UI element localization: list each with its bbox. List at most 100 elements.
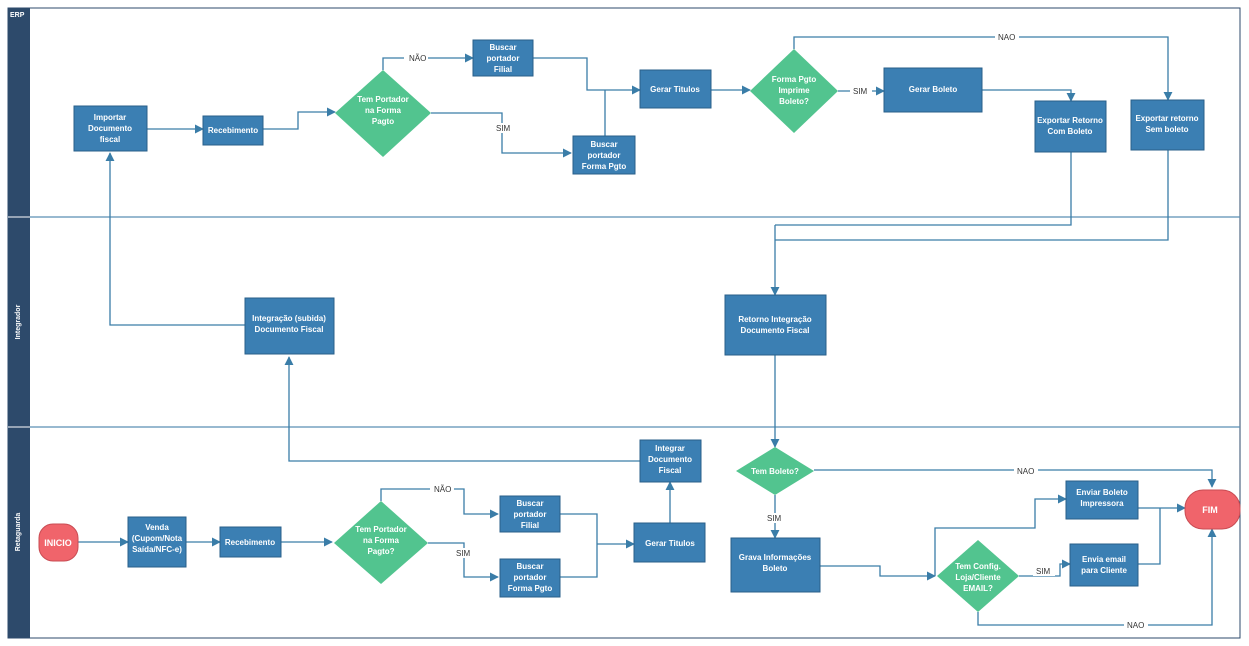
box-buscar-filial-erp-l1: Buscar [489,43,516,52]
terminal-inicio [38,523,79,562]
label-ret-sim: SIM [456,549,471,558]
edge-recebimento-decision [263,107,336,130]
lane-label-erp: ERP [10,12,25,19]
label-ret-nao: NÃO [434,485,451,494]
box-recebimento-ret-text: Recebimento [225,538,275,547]
box-enviar-boleto-l2: Impressora [1080,499,1124,508]
label-erp-boleto-nao: NAO [998,33,1015,42]
terminal-inicio-text: INICIO [44,538,72,548]
box-retorno-integracao [724,294,827,356]
decision-tem-config-l2: Loja/Cliente [955,573,1001,582]
edge-merge-r [560,513,598,578]
box-integracao-subida-l2: Documento Fiscal [255,325,324,334]
lane-header-erp [8,8,30,217]
edge-gerarboleto-exportar [982,89,1076,102]
box-integrar-doc [639,439,702,483]
label-tem-boleto-sim: SIM [767,514,782,523]
edge-temboleto-fim [814,469,1217,488]
box-retorno-integracao-l2: Documento Fiscal [741,326,810,335]
decision-tem-portador-erp-l3: Pagto [372,117,394,126]
lane-header-retaguarda [8,427,30,638]
box-venda-l1: Venda [145,523,169,532]
box-buscar-filial-ret-l1: Buscar [516,499,543,508]
box-buscar-forma-ret-l1: Buscar [516,562,543,571]
label-tem-boleto-nao: NAO [1017,467,1034,476]
box-integracao-subida-l1: Integração (subida) [252,314,326,323]
edge-filial-merge [533,57,605,91]
box-buscar-forma-erp-l1: Buscar [590,140,617,149]
box-integrar-doc-l1: Integrar [655,444,685,453]
decision-tem-config-l3: EMAIL? [963,584,993,593]
box-buscar-forma-erp-l2: portador [588,151,621,160]
box-recebimento-erp [202,115,264,146]
box-buscar-filial-ret [499,495,561,533]
box-integrar-doc-l2: Documento [648,455,692,464]
box-integracao-subida [244,297,335,355]
box-gerar-titulos-ret [633,522,706,563]
decision-tem-config [937,540,1019,612]
decision-forma-pgto-l2: Imprime [778,86,810,95]
box-exportar-sem-l2: Sem boleto [1145,125,1188,134]
box-gerar-titulos-erp [639,69,712,109]
terminal-fim [1184,489,1241,530]
edge-email-fim-a [1138,508,1161,565]
box-recebimento-ret [219,526,282,558]
box-importar-line1: Importar [94,113,126,122]
box-buscar-filial-erp-l2: portador [487,54,520,63]
box-envia-email-l2: para Cliente [1081,566,1127,575]
edge-integrar-subida [284,356,640,462]
decision-tem-portador-erp [335,70,431,157]
decisions: Tem Portador na Forma Pagto Forma Pgto I… [334,49,1019,612]
edge-exportar-sem-down [775,150,1169,241]
box-grava-info-l1: Grava Informações [739,553,812,562]
terminals: INICIO FIM [38,489,1241,562]
decision-tem-portador-erp-l1: Tem Portador [357,95,408,104]
edge-decision-forma-r [428,542,499,582]
box-integrar-doc-l3: Fiscal [659,466,682,475]
box-gerar-boleto-text: Gerar Boleto [909,85,958,94]
decision-tem-boleto [736,447,814,495]
box-importar-line3: fiscal [100,135,120,144]
edge-labels: NÃO SIM SIM NAO NÃO SIM SIM NAO SIM NAO [404,32,1148,630]
edge-to-enviar-boleto [934,494,1067,576]
box-retorno-integracao-l1: Retorno Integração [738,315,811,324]
decision-tem-portador-ret-l2: na Forma [363,536,400,545]
box-envia-email-l1: Envia email [1082,555,1126,564]
box-enviar-boleto-l1: Enviar Boleto [1076,488,1128,497]
decision-tem-config-l1: Tem Config. [955,562,1001,571]
box-exportar-com [1034,100,1107,153]
decision-forma-pgto-l1: Forma Pgto [772,75,817,84]
box-buscar-forma-erp [572,135,636,175]
box-buscar-forma-ret-l2: portador [514,573,547,582]
lane-label-integrador: Integrador [15,304,22,339]
decision-tem-portador-ret-l1: Tem Portador [355,525,406,534]
box-exportar-com-l1: Exportar Retorno [1037,116,1103,125]
box-buscar-forma-ret-l3: Forma Pgto [508,584,553,593]
box-grava-info-l2: Boleto [763,564,788,573]
box-gerar-boleto [883,67,983,113]
box-venda [127,516,187,568]
edge-config-nao-fim [977,528,1217,626]
label-config-nao: NAO [1127,621,1144,630]
decision-tem-portador-ret [334,501,428,584]
edge-decision-filial [382,53,474,70]
decision-tem-boleto-text: Tem Boleto? [751,467,799,476]
process-boxes: Importar Documento fiscal Recebimento Bu… [73,39,1205,598]
box-gerar-titulos-erp-text: Gerar Titulos [650,85,700,94]
edge-exportar-com-down [775,152,1072,226]
box-enviar-boleto [1065,480,1139,520]
decision-tem-portador-ret-l3: Pagto? [367,547,394,556]
box-recebimento-erp-text: Recebimento [208,126,258,135]
decision-forma-pgto-imprime [750,49,838,133]
box-exportar-sem-l1: Exportar retorno [1135,114,1198,123]
terminal-fim-text: FIM [1202,505,1218,515]
box-grava-info [730,537,821,593]
box-buscar-filial-ret-l2: portador [514,510,547,519]
box-buscar-filial-ret-l3: Filial [521,521,539,530]
edge-formapgto-semboleto [793,36,1173,101]
box-buscar-filial-erp-l3: Filial [494,65,512,74]
edge-grava-config [820,565,936,581]
box-importar-line2: Documento [88,124,132,133]
box-gerar-titulos-ret-text: Gerar Titulos [645,539,695,548]
